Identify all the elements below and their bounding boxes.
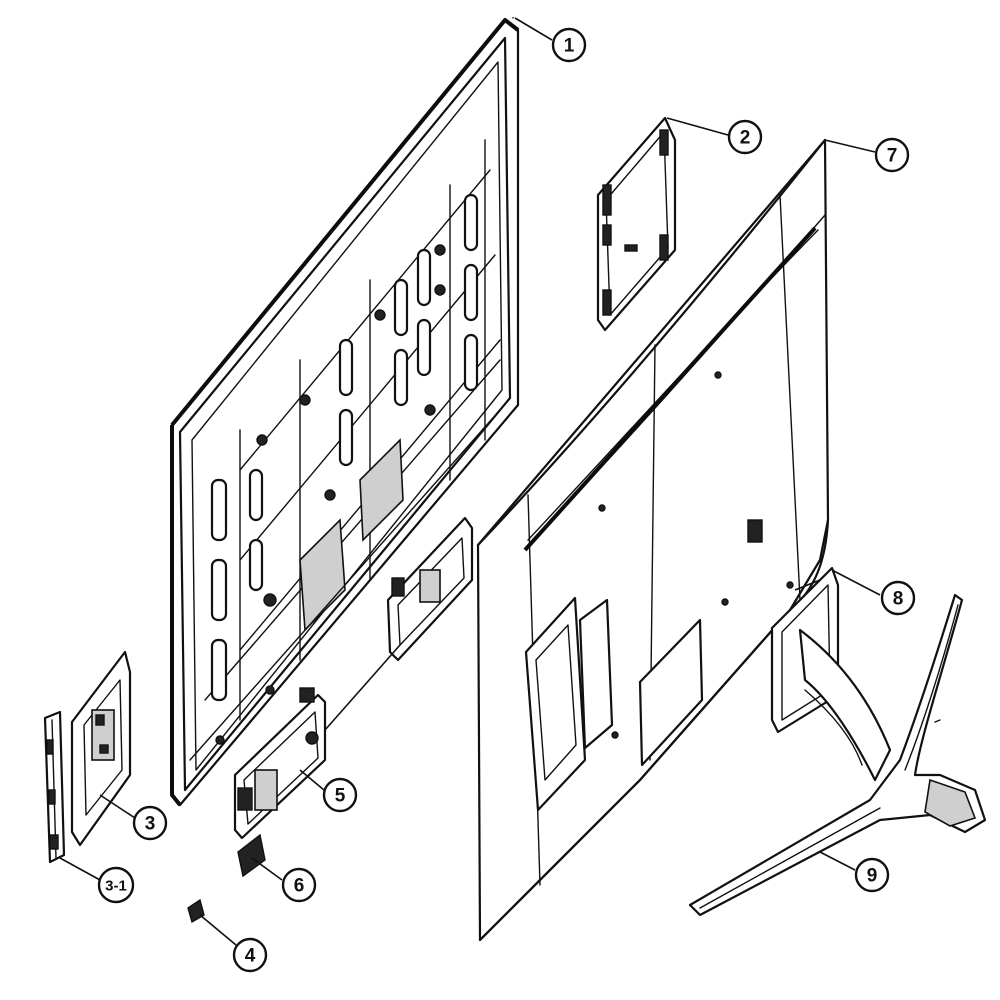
callout-7: 7: [874, 137, 910, 173]
callout-3: 3: [132, 805, 168, 841]
callout-1-label: 1: [564, 36, 575, 57]
part-rear-cover: [476, 138, 830, 942]
part-panel-chassis: [170, 18, 520, 807]
part-module-upper: [386, 516, 474, 662]
callout-6-label: 6: [294, 876, 305, 897]
callout-8: 8: [880, 580, 916, 616]
part-4: [187, 898, 205, 924]
part-stand-bracket: [770, 566, 892, 782]
callout-4: 4: [232, 937, 268, 973]
svg-text:.: .: [512, 11, 515, 22]
part-6: [237, 833, 266, 878]
part-board-3: [70, 650, 132, 847]
callout-1: 1: [551, 27, 587, 63]
callout-3-1-label: 3-1: [105, 878, 127, 895]
part-board-2: [596, 116, 677, 332]
callout-6: 6: [281, 867, 317, 903]
callout-3-label: 3: [145, 814, 156, 835]
part-main-board: [233, 687, 327, 840]
callout-2: 2: [727, 119, 763, 155]
callout-3-1: 3-1: [97, 866, 135, 904]
callout-8-label: 8: [893, 589, 904, 610]
callout-2-label: 2: [740, 128, 751, 149]
callout-9: 9: [854, 857, 890, 893]
callout-5: 5: [322, 777, 358, 813]
leader-lines: [59, 17, 881, 946]
callout-7-label: 7: [887, 146, 898, 167]
callout-5-label: 5: [335, 786, 346, 807]
part-stand-base: [688, 593, 987, 917]
callout-4-label: 4: [245, 946, 256, 967]
callout-9-label: 9: [867, 866, 878, 887]
part-bracket-3-1: [43, 710, 66, 864]
